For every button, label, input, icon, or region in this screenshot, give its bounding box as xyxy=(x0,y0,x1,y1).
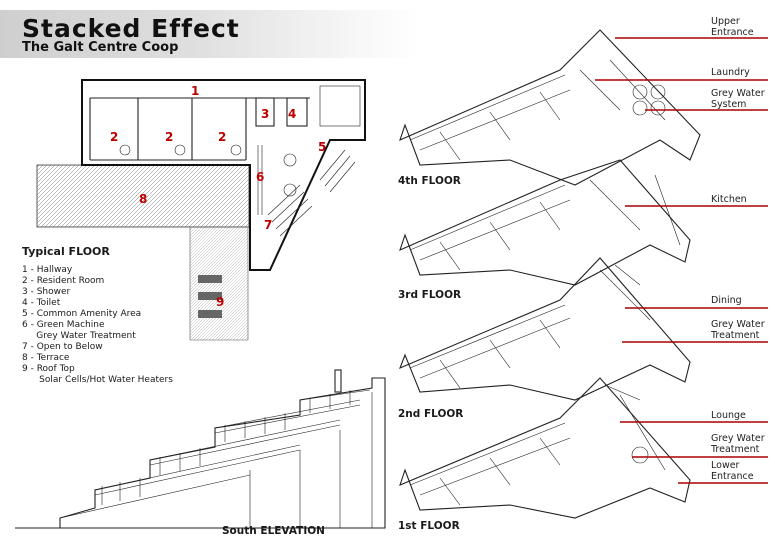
amenity-table xyxy=(319,85,361,127)
title-band xyxy=(0,10,420,58)
callout-leaders xyxy=(595,37,768,484)
callout-kitchen: Kitchen xyxy=(711,194,747,205)
legend-item: Solar Cells/Hot Water Heaters xyxy=(22,375,173,385)
green-machine xyxy=(257,145,263,215)
plan-number-toilet: 4 xyxy=(288,107,297,121)
callout-line: Treatment xyxy=(711,330,760,341)
page-title: Stacked Effect xyxy=(22,14,240,43)
callout-lower-entrance: Lower Entrance xyxy=(711,460,754,482)
floor-label-1st: 1st FLOOR xyxy=(398,520,460,532)
legend-heading: Typical FLOOR xyxy=(22,245,110,258)
legend-item: 3 - Shower xyxy=(22,287,71,297)
callout-line: Upper xyxy=(711,16,740,27)
plan-number-open-below: 7 xyxy=(264,218,273,232)
callout-line: Dining xyxy=(711,295,742,306)
solar-panel xyxy=(198,275,222,283)
callout-upper-entrance: Upper Entrance xyxy=(711,16,754,38)
legend-item: 7 - Open to Below xyxy=(22,342,103,352)
callout-grey-water-system: Grey Water System xyxy=(711,88,765,110)
south-elevation xyxy=(15,369,386,529)
plan-number-room: 2 xyxy=(218,130,227,144)
callout-line: Treatment xyxy=(711,444,760,455)
plan-number-room: 2 xyxy=(110,130,119,144)
axon-4th-floor xyxy=(399,29,701,186)
callout-line: Kitchen xyxy=(711,194,747,205)
toilet-room xyxy=(286,97,308,127)
plan-number-roof-top: 9 xyxy=(216,295,225,309)
legend-item: 4 - Toilet xyxy=(22,298,61,308)
plan-number-terrace: 8 xyxy=(139,192,148,206)
callout-line: System xyxy=(711,99,747,110)
callout-grey-water-treatment-1st: Grey Water Treatment xyxy=(711,433,765,455)
floor-label-2nd: 2nd FLOOR xyxy=(398,408,464,420)
axon-2nd-floor xyxy=(399,257,691,401)
legend-item: Grey Water Treatment xyxy=(22,331,136,341)
callout-line: Grey Water xyxy=(711,433,765,444)
plan-number-hallway: 1 xyxy=(191,84,200,98)
floor-label-4th: 4th FLOOR xyxy=(398,175,461,187)
callout-line: Entrance xyxy=(711,27,754,38)
axon-1st-floor xyxy=(399,377,691,519)
legend-item: 6 - Green Machine xyxy=(22,320,105,330)
roof-top-area xyxy=(189,226,249,341)
legend-item: 1 - Hallway xyxy=(22,265,73,275)
typical-floor-plan xyxy=(36,79,366,341)
callout-line: Entrance xyxy=(711,471,754,482)
plan-number-amenity: 5 xyxy=(318,140,327,154)
solar-panel xyxy=(198,292,222,300)
axon-3rd-floor xyxy=(399,159,691,286)
floor-label-3rd: 3rd FLOOR xyxy=(398,289,462,301)
callout-line: Lower xyxy=(711,460,740,471)
legend-item: 9 - Roof Top xyxy=(22,364,75,374)
solar-panel xyxy=(198,310,222,318)
callout-grey-water-treatment-2nd: Grey Water Treatment xyxy=(711,319,765,341)
resident-rooms xyxy=(89,97,310,161)
plan-outline xyxy=(81,79,366,271)
plan-number-room: 2 xyxy=(165,130,174,144)
callout-dining: Dining xyxy=(711,295,742,306)
callout-line: Grey Water xyxy=(711,319,765,330)
callout-line: Grey Water xyxy=(711,88,765,99)
elevation-label: South ELEVATION xyxy=(222,525,325,537)
legend-item: 8 - Terrace xyxy=(22,353,70,363)
plan-number-green-machine: 6 xyxy=(256,170,265,184)
shower-room xyxy=(255,97,275,127)
legend-item: 5 - Common Amenity Area xyxy=(22,309,142,319)
callout-laundry: Laundry xyxy=(711,67,750,78)
legend-item: 2 - Resident Room xyxy=(22,276,105,286)
stairs xyxy=(267,149,356,237)
callout-line: Lounge xyxy=(711,410,746,421)
page-subtitle: The Galt Centre Coop xyxy=(22,40,179,55)
callout-line: Laundry xyxy=(711,67,750,78)
callout-lounge: Lounge xyxy=(711,410,746,421)
plan-number-shower: 3 xyxy=(261,107,270,121)
